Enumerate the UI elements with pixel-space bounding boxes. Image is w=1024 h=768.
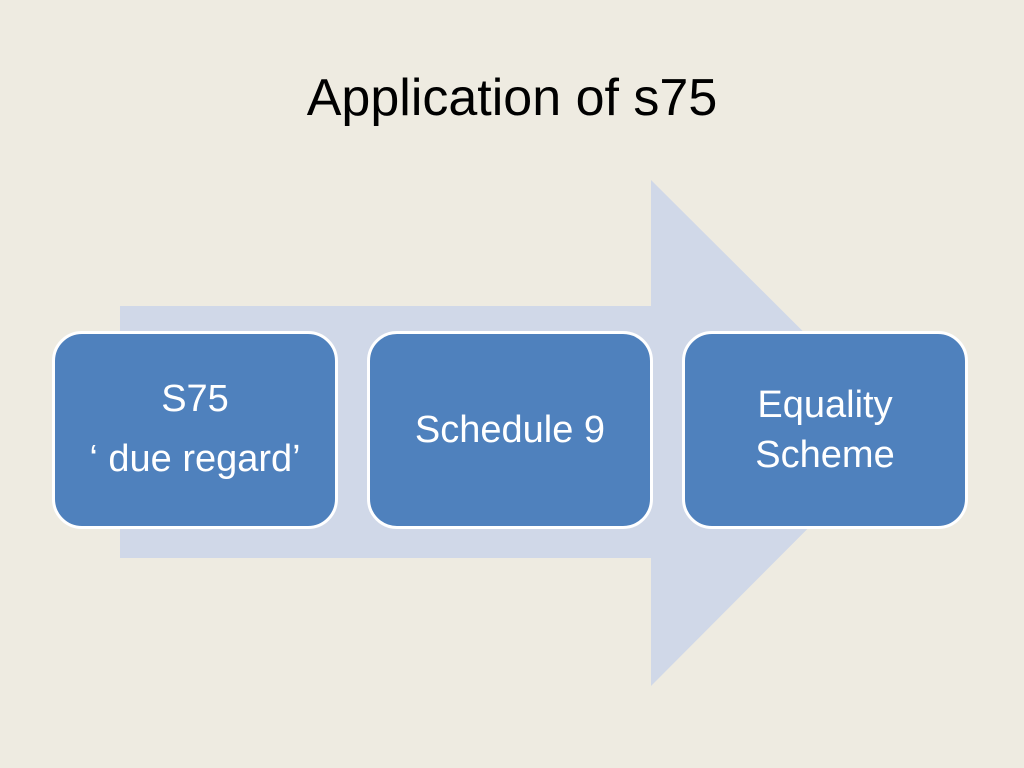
step-box-label: S75 bbox=[161, 378, 229, 420]
step-box-label: Scheme bbox=[755, 434, 895, 476]
step-box-equality-scheme: Equality Scheme bbox=[682, 331, 968, 529]
step-box-s75: S75 ‘ due regard’ bbox=[52, 331, 338, 529]
step-box-label: ‘ due regard’ bbox=[89, 438, 301, 480]
step-box-label: Schedule 9 bbox=[414, 409, 606, 451]
step-box-schedule-9: Schedule 9 bbox=[367, 331, 653, 529]
slide-title: Application of s75 bbox=[306, 69, 718, 127]
step-box-label: Equality bbox=[757, 384, 893, 426]
